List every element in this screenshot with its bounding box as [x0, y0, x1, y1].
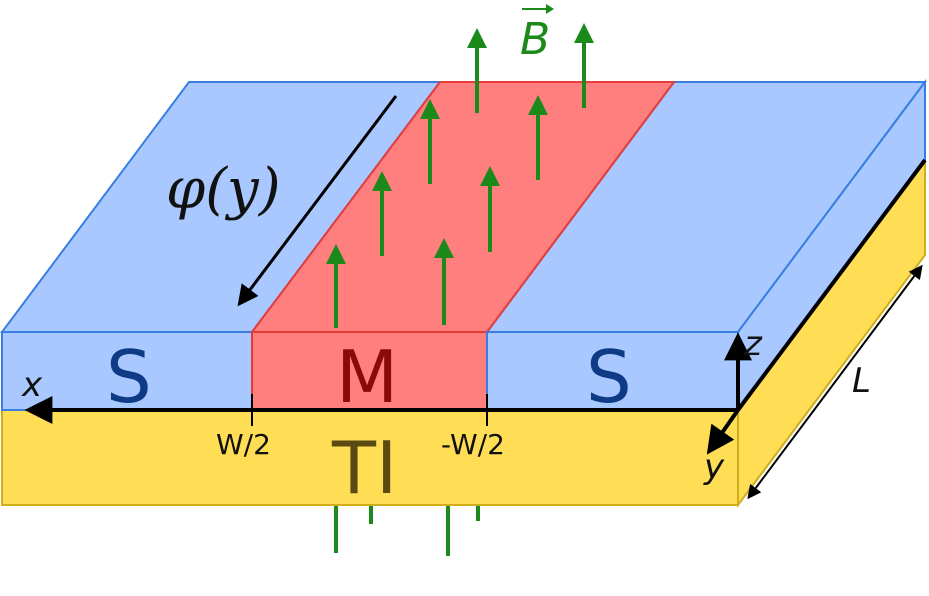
label-axis-z: z: [743, 324, 763, 364]
label-axis-y: y: [703, 447, 725, 487]
phase-arrow: [237, 95, 398, 307]
label-s-left: S: [106, 335, 152, 419]
top-surface: [0, 81, 927, 333]
label-phase: φ(y): [166, 157, 281, 222]
label-axis-x: x: [21, 365, 43, 405]
label-s-right: S: [586, 335, 632, 419]
label-field: B: [520, 14, 550, 65]
field-arrows-below: [334, 505, 480, 556]
label-magnet: M: [336, 335, 398, 419]
field-arrows: [326, 23, 594, 328]
label-length: L: [852, 361, 871, 401]
length-double-arrow: [747, 264, 923, 500]
label-ti: TI: [331, 426, 397, 510]
y-axis-arrow: [706, 408, 740, 455]
b-vector-overline: [522, 4, 554, 14]
label-w-neg: -W/2: [441, 428, 505, 461]
label-w-pos: W/2: [216, 428, 271, 461]
